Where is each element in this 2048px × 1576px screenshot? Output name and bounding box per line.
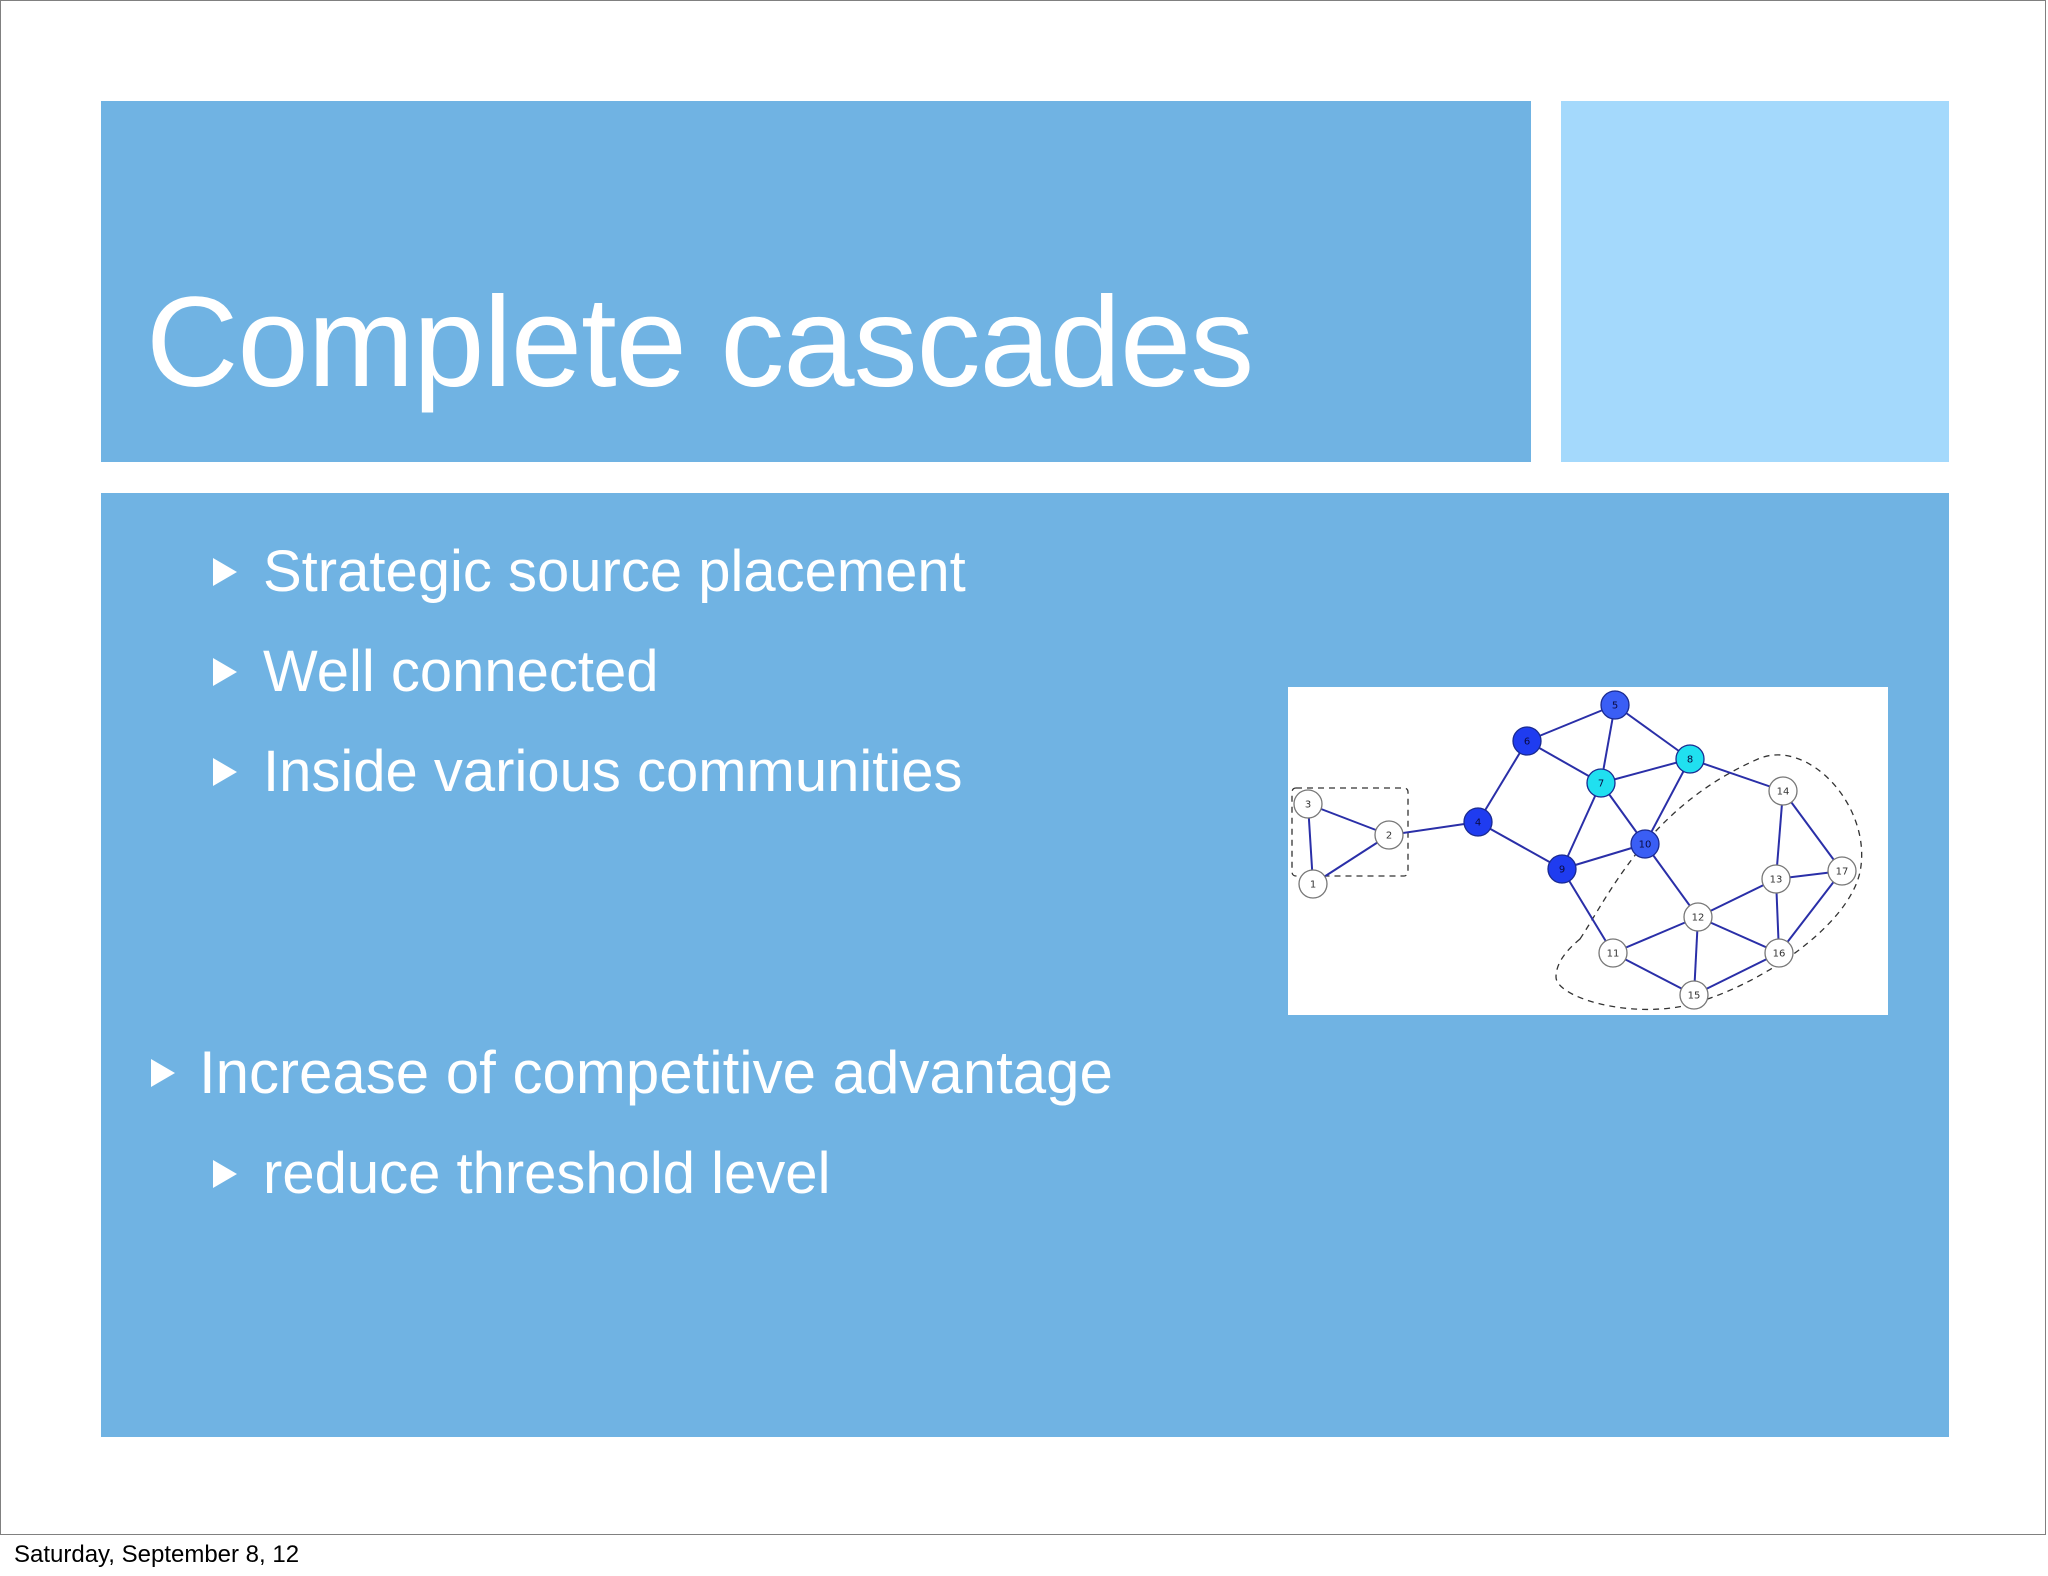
graph-edge [1775,790,1784,880]
graph-edge [1477,821,1563,870]
bullet-text: Strategic source placement [263,539,966,604]
graph-node-circle [1679,980,1709,1010]
graph-node-label: 7 [1598,779,1604,790]
triangle-bullet-icon [151,1059,175,1088]
graph-node-label: 8 [1687,755,1693,766]
graph-node-label: 14 [1777,787,1790,798]
graph-node-label: 17 [1836,867,1849,878]
bullet-text: Increase of competitive advantage [199,1039,1113,1106]
graph-node-label: 13 [1770,875,1783,886]
graph-edge [1388,821,1479,836]
graph-node: 11 [1598,938,1628,968]
graph-node-label: 2 [1386,831,1392,842]
graph-node-label: 5 [1612,701,1618,712]
bullet-item: Well connected [213,643,659,701]
graph-node-label: 16 [1773,949,1786,960]
graph-node-circle [1600,690,1630,720]
graph-edge [1612,952,1695,996]
graph-node-label: 9 [1559,865,1565,876]
graph-node-label: 11 [1607,949,1620,960]
bullet-text: Inside various communities [263,739,963,804]
graph-node-circle [1374,820,1404,850]
graph-node-circle [1512,726,1542,756]
graph-node: 5 [1600,690,1630,720]
community-outline-right [1555,754,1863,1011]
graph-node-circle [1463,807,1493,837]
graph-edge [1600,758,1691,784]
graph-node-circle [1293,789,1323,819]
graph-edge [1697,916,1780,954]
graph-node-circle [1675,744,1705,774]
slide-title: Complete cascades [146,271,1254,414]
graph-node: 17 [1827,856,1857,886]
graph-node: 14 [1768,776,1798,806]
triangle-bullet-icon [213,657,237,686]
graph-node-label: 10 [1639,840,1652,851]
slide: Complete cascades Strategic source place… [0,0,2046,1535]
bullet-item: Strategic source placement [213,543,966,601]
footer-date: Saturday, September 8, 12 [14,1541,300,1568]
graph-edge [1644,758,1691,845]
graph-edge [1693,952,1780,996]
graph-node: 13 [1761,864,1791,894]
graph-node-circle [1598,938,1628,968]
graph-node-circle [1768,776,1798,806]
graph-edge [1778,870,1843,954]
graph-edge [1644,843,1699,918]
graph-edge [1561,868,1614,954]
graph-node-circle [1586,768,1616,798]
graph-node-circle [1761,864,1791,894]
graph-node-circle [1683,902,1713,932]
graph-edge [1614,704,1691,760]
graph-edge [1561,782,1602,870]
graph-node-circle [1764,938,1794,968]
graph-edge [1477,740,1528,823]
graph-node: 10 [1630,829,1660,859]
graph-node: 2 [1374,820,1404,850]
graph-edge [1612,916,1699,954]
graph-node-label: 3 [1305,800,1311,811]
graph-edge [1782,790,1843,872]
graph-node: 15 [1679,980,1709,1010]
graph-node: 3 [1293,789,1323,819]
graph-node-circle [1547,854,1577,884]
bullet-item: reduce threshold level [213,1145,830,1203]
graph-node-circle [1827,856,1857,886]
graph-node: 4 [1463,807,1493,837]
bullet-text: reduce threshold level [263,1141,831,1206]
graph-node-label: 6 [1524,737,1530,748]
graph-node-circle [1298,869,1328,899]
triangle-bullet-icon [213,557,237,586]
title-panel: Complete cascades [101,101,1531,462]
triangle-bullet-icon [213,1159,237,1188]
graph-node-label: 15 [1688,991,1701,1002]
graph-edge [1689,758,1784,792]
graph-node-circle [1630,829,1660,859]
bullet-item: Inside various communities [213,743,963,801]
graph-node: 6 [1512,726,1542,756]
triangle-bullet-icon [213,757,237,786]
graph-node: 1 [1298,869,1328,899]
graph-node-label: 1 [1310,880,1316,891]
graph-node: 8 [1675,744,1705,774]
bullet-item: Increase of competitive advantage [151,1043,1113,1103]
graph-node-label: 12 [1692,913,1705,924]
graph-node: 7 [1586,768,1616,798]
graph-edge [1526,704,1616,742]
graph-edge [1312,834,1390,885]
graph-node: 12 [1683,902,1713,932]
graph-node: 9 [1547,854,1577,884]
graph-node-label: 4 [1475,818,1481,829]
accent-panel [1561,101,1949,462]
bullet-text: Well connected [263,639,659,704]
graph-node: 16 [1764,938,1794,968]
